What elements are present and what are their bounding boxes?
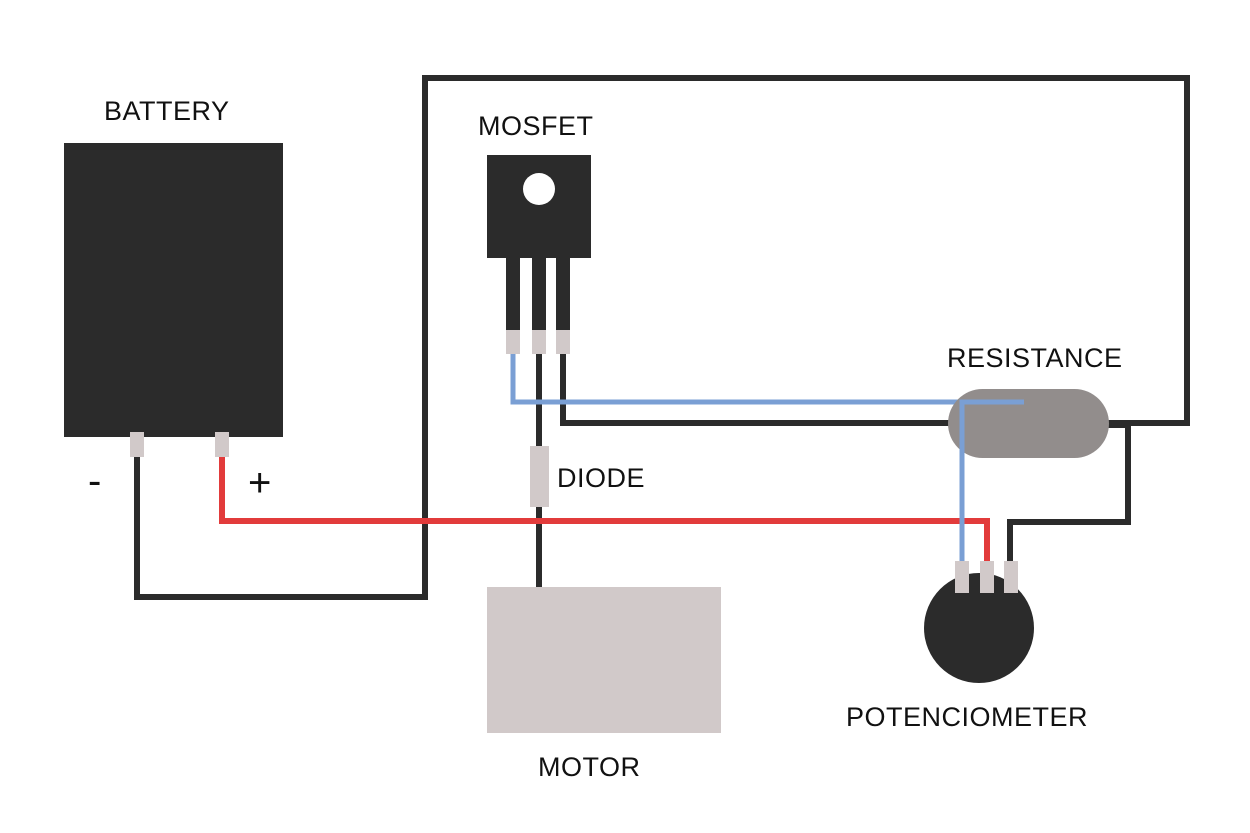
mosfet-pin-gate [506,330,520,354]
potentiometer-pin-left [955,561,969,593]
mosfet-leg-gate [506,258,520,333]
mosfet-body [487,155,591,258]
resistor-body [948,389,1109,458]
resistance-label: RESISTANCE [947,343,1123,373]
mosfet-leg-source [556,258,570,333]
motor-label: MOTOR [538,752,641,782]
negative-polarity-label: - [88,459,101,503]
wire-gate-overlay [959,399,1024,455]
positive-polarity-label: + [248,461,271,505]
mosfet-pin-drain [532,330,546,354]
mosfet-leg-drain [532,258,546,333]
diode-body [530,446,549,507]
potentiometer-label: POTENCIOMETER [846,702,1088,732]
motor-body [487,587,721,733]
potentiometer-pin-middle [980,561,994,593]
mosfet-label: MOSFET [478,111,594,141]
battery-label: BATTERY [104,96,230,126]
wire-battery-negative-loop [134,75,1190,600]
wire-resistor-to-pot [1007,422,1131,565]
wire-battery-positive [219,455,990,565]
wire-mosfet-source [560,352,950,426]
potentiometer-pin-right [1004,561,1018,593]
battery-negative-terminal [130,432,144,457]
diode-label: DIODE [557,463,645,493]
battery-positive-terminal [215,432,229,457]
potentiometer-body [924,573,1034,683]
wire-mosfet-gate [510,352,1024,405]
mosfet-mounting-hole [523,173,555,205]
battery-body [64,143,283,437]
mosfet-pin-source [556,330,570,354]
